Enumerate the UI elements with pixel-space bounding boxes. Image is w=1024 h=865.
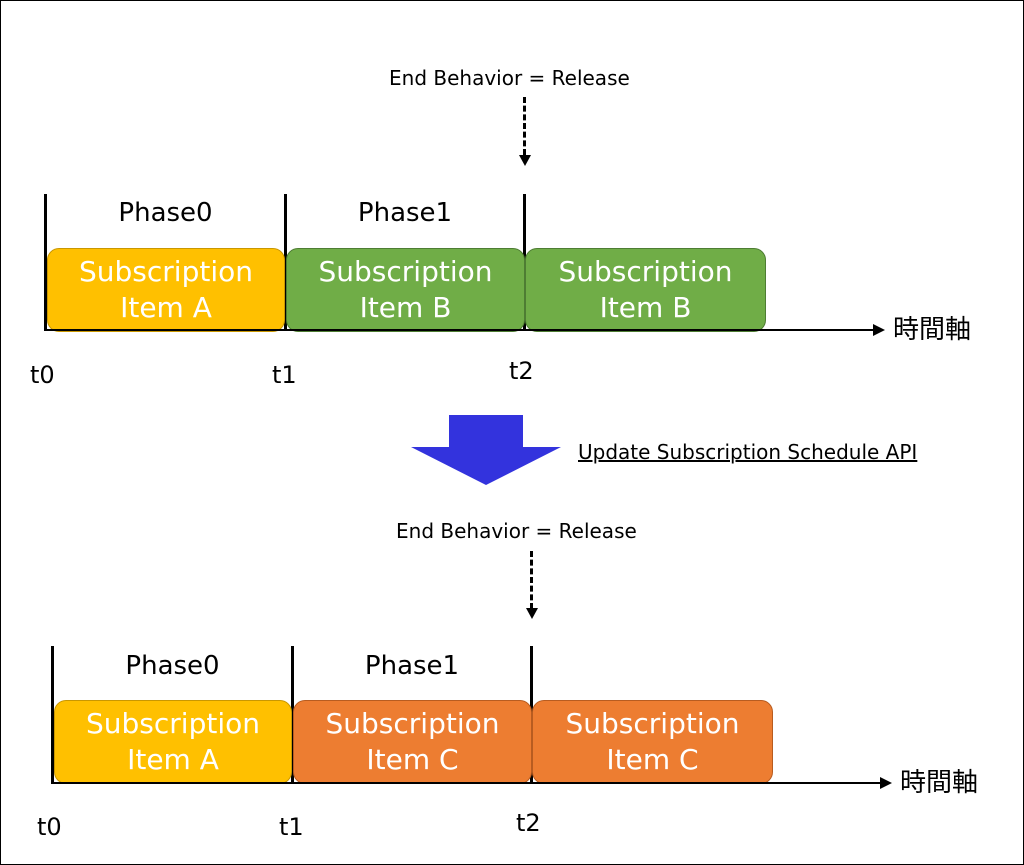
bottom-subscription-item-a: Subscription Item A [54, 700, 292, 784]
box-line1: Subscription [86, 707, 260, 740]
top-dashed-arrow-head-icon [519, 155, 531, 166]
box-line1: Subscription [565, 707, 740, 740]
bottom-axis-label: 時間軸 [900, 768, 979, 798]
bottom-phase0-label: Phase0 [125, 651, 220, 681]
box-line2: Item B [359, 291, 452, 324]
bottom-tick-t1: t1 [279, 813, 304, 841]
bottom-tick-t2: t2 [516, 809, 541, 837]
update-subscription-schedule-api-label: Update Subscription Schedule API [578, 440, 918, 464]
box-line2: Item C [366, 743, 459, 776]
box-line1: Subscription [318, 255, 493, 288]
bottom-dashed-arrow-head-icon [526, 608, 538, 619]
box-line1: Subscription [325, 707, 500, 740]
top-subscription-item-b-1: Subscription Item B [286, 248, 525, 332]
box-line2: Item B [599, 291, 692, 324]
top-subscription-item-a: Subscription Item A [47, 248, 285, 332]
top-axis-arrow-icon [873, 324, 885, 336]
bottom-time-axis [51, 782, 883, 784]
top-subscription-item-b-2: Subscription Item B [525, 248, 766, 332]
big-arrow-shape [411, 415, 561, 485]
bottom-boundary-t0 [51, 646, 54, 783]
box-line1: Subscription [79, 255, 253, 288]
top-end-behavior-label: End Behavior = Release [389, 66, 630, 90]
top-tick-t0: t0 [30, 361, 55, 389]
bottom-phase1-label: Phase1 [364, 651, 460, 681]
top-dashed-arrow-line [523, 97, 526, 155]
bottom-dashed-arrow-line [530, 551, 533, 609]
top-axis-label: 時間軸 [893, 315, 972, 345]
box-line2: Item C [606, 743, 699, 776]
bottom-end-behavior-label: End Behavior = Release [396, 519, 637, 543]
top-tick-t2: t2 [509, 357, 534, 385]
top-phase1-label: Phase1 [357, 198, 453, 228]
bottom-boundary-t1 [291, 646, 294, 783]
top-boundary-t0 [44, 194, 47, 330]
top-boundary-t1 [284, 194, 287, 330]
bottom-tick-t0: t0 [37, 813, 62, 841]
top-tick-t1: t1 [272, 361, 297, 389]
box-line1: Subscription [558, 255, 733, 288]
down-arrow-icon [411, 415, 561, 485]
bottom-subscription-item-c-2: Subscription Item C [532, 700, 773, 784]
box-line2: Item A [120, 291, 212, 324]
box-line2: Item A [127, 743, 219, 776]
bottom-axis-arrow-icon [880, 777, 892, 789]
top-time-axis [44, 329, 876, 331]
top-phase0-label: Phase0 [118, 198, 213, 228]
bottom-subscription-item-c-1: Subscription Item C [293, 700, 532, 784]
